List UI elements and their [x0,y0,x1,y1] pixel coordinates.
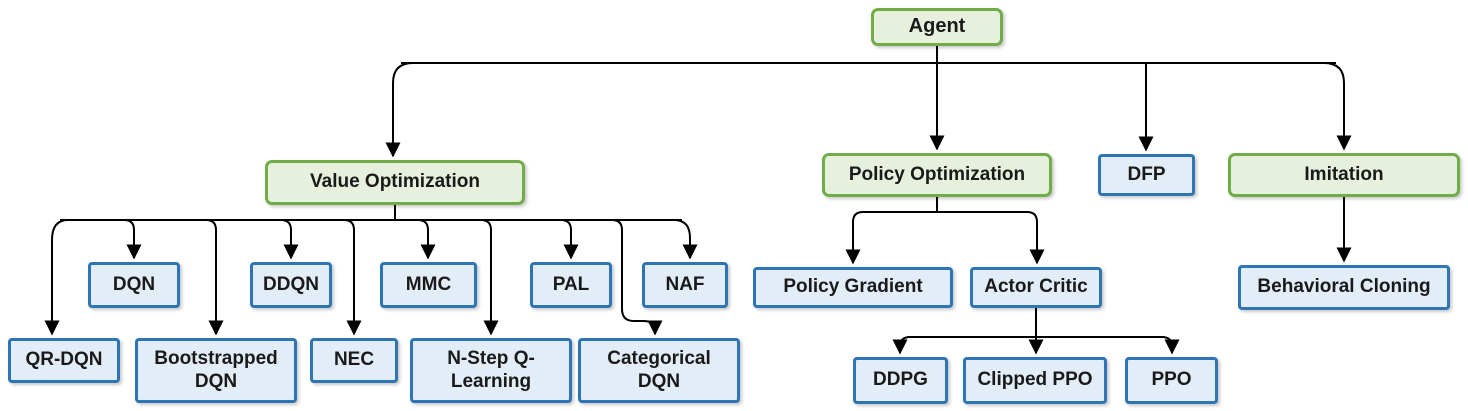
edge-agent-value-optimization [385,62,414,158]
node-imitation: Imitation [1228,153,1460,197]
node-dfp: DFP [1098,154,1195,196]
edge-value-optimization-qr-dqn [44,219,69,336]
node-naf: NAF [642,262,728,308]
node-ddpg: DDPG [853,357,948,404]
edge-value-optimization-bootstrapped-dqn [205,219,224,336]
node-agent: Agent [871,8,1003,46]
node-clipped-ppo: Clipped PPO [963,357,1107,404]
edge-value-optimization-nec [343,219,362,336]
node-categorical-dqn: Categorical DQN [578,338,740,403]
edge-value-optimization-n-step-q-learning [480,219,499,336]
node-behavioral-cloning: Behavioral Cloning [1238,265,1450,310]
node-n-step-q-learning: N-Step Q-Learning [410,338,572,403]
edge-value-optimization-ddqn [280,219,299,260]
edge-actor-critic-ppo [1036,336,1180,355]
edge-value-optimization-pal [560,219,579,260]
node-qr-dqn: QR-DQN [8,338,120,383]
node-actor-critic: Actor Critic [970,267,1102,308]
node-value-optimization: Value Optimization [265,160,525,205]
edge-policy-optimization-policy-gradient [845,211,937,265]
node-dqn: DQN [88,262,180,308]
node-policy-optimization: Policy Optimization [822,153,1052,197]
node-ppo: PPO [1125,357,1218,404]
edge-actor-critic-ddpg [892,336,1036,355]
node-policy-gradient: Policy Gradient [753,267,953,308]
edge-value-optimization-naf [673,219,698,260]
node-ddqn: DDQN [250,262,332,308]
node-bootstrapped-dqn: Bootstrapped DQN [135,338,297,403]
edge-value-optimization-dqn [123,219,142,260]
node-nec: NEC [310,338,398,383]
edge-value-optimization-categorical-dqn [611,219,663,336]
node-mmc: MMC [380,262,477,308]
edge-value-optimization-mmc [417,219,436,260]
edge-agent-imitation [1323,62,1352,151]
edge-policy-optimization-actor-critic [937,211,1045,265]
node-pal: PAL [530,262,612,308]
